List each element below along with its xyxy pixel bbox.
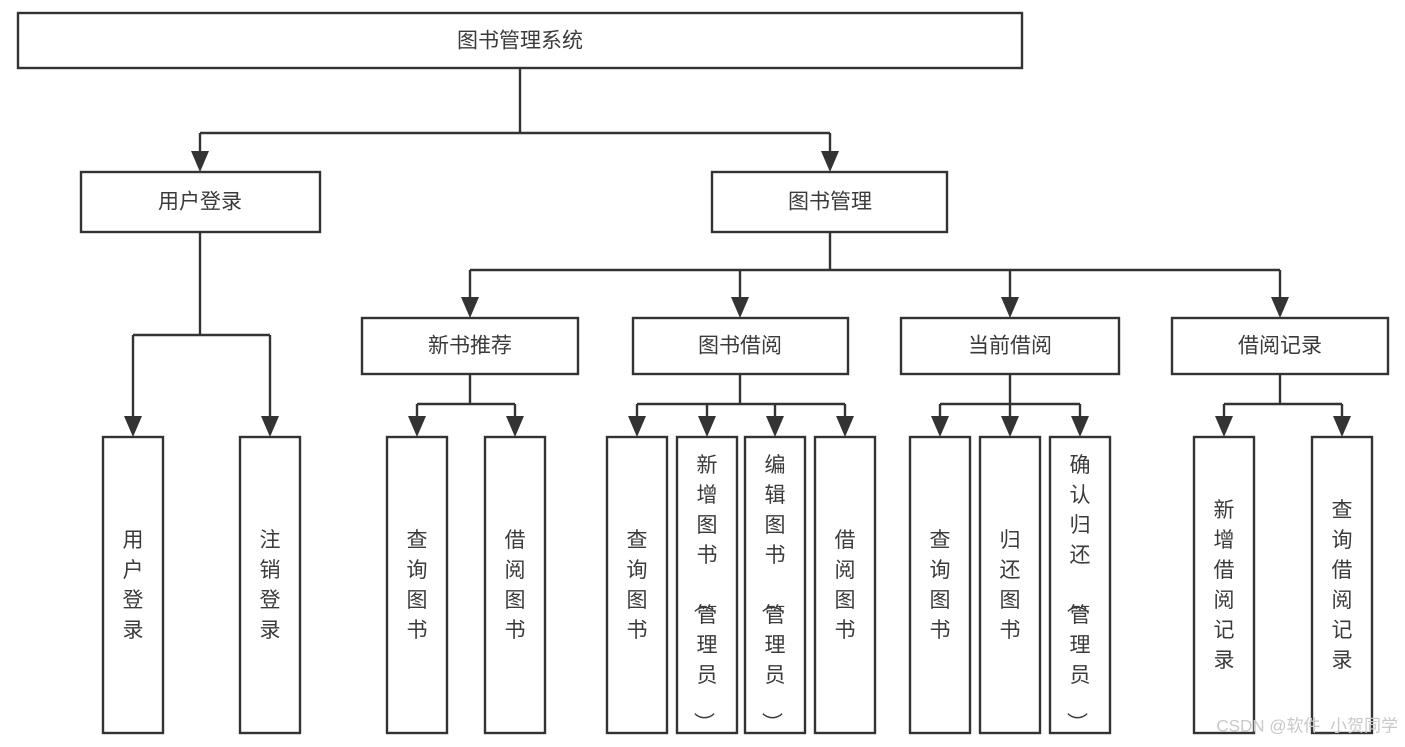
arrow-userlogin-leaf-1 <box>124 416 142 437</box>
node-current-borrow[interactable]: 当前借阅 <box>899 316 1121 376</box>
leaf-logout-box[interactable] <box>238 435 302 735</box>
leaf-current-query-label: 查询图书 <box>930 529 951 642</box>
leaf-node[interactable]: 借阅图书 <box>483 435 547 735</box>
arrow-root-to-user-login <box>191 151 209 172</box>
node-current-borrow-box[interactable] <box>899 316 1121 376</box>
node-book-borrow[interactable]: 图书借阅 <box>631 316 850 376</box>
leaf-borrow-add-label: 新增图书（管理员） <box>692 454 718 733</box>
node-borrow-record-label: 借阅记录 <box>1238 335 1322 358</box>
leaf-current-confirm-label: 确认归还（管理员） <box>1065 454 1091 733</box>
arrow-newbook-leaf-1 <box>408 416 426 437</box>
leaf-borrow-lend-box[interactable] <box>813 435 877 735</box>
arrow-bookmanage-to-current <box>1001 297 1019 318</box>
arrow-userlogin-leaf-2 <box>261 416 279 437</box>
leaf-node[interactable]: 归还图书 <box>978 435 1042 735</box>
node-root-system-label: 图书管理系统 <box>457 30 583 53</box>
leaf-node[interactable]: 查询图书 <box>908 435 972 735</box>
arrow-current-leaf-3 <box>1071 416 1089 437</box>
leaf-record-query-label: 查询借阅记录 <box>1332 499 1353 672</box>
arrow-bookmanage-to-borrow <box>731 297 749 318</box>
arrow-bookmanage-to-new-book <box>461 297 479 318</box>
arrow-borrow-leaf-3 <box>766 416 784 437</box>
leaf-borrow-edit-label: 编辑图书（管理员） <box>760 454 786 733</box>
node-new-book-recommend-label: 新书推荐 <box>428 335 512 358</box>
leaf-record-query-box[interactable] <box>1310 435 1374 735</box>
leaf-node[interactable]: 新增图书（管理员） <box>675 435 739 735</box>
leaf-node[interactable]: 确认归还（管理员） <box>1048 435 1112 735</box>
leaf-current-confirm-box[interactable] <box>1048 435 1112 735</box>
node-borrow-record[interactable]: 借阅记录 <box>1170 316 1390 376</box>
node-book-management-box[interactable] <box>710 170 949 234</box>
leaf-user-login-label: 用户登录 <box>123 529 144 642</box>
leaf-record-add-label: 新增借阅记录 <box>1214 499 1235 672</box>
node-book-borrow-box[interactable] <box>631 316 850 376</box>
arrow-record-leaf-1 <box>1215 416 1233 437</box>
arrow-root-to-book-manage <box>821 151 839 172</box>
leaf-node[interactable]: 查询借阅记录 <box>1310 435 1374 735</box>
node-book-management-label: 图书管理 <box>788 191 872 214</box>
leaf-borrow-edit-box[interactable] <box>743 435 807 735</box>
leaf-borrow-query-label: 查询图书 <box>627 529 648 642</box>
leaf-newbook-borrow-box[interactable] <box>483 435 547 735</box>
leaf-record-add-box[interactable] <box>1192 435 1256 735</box>
node-user-login-label: 用户登录 <box>158 191 242 214</box>
leaf-node[interactable]: 新增借阅记录 <box>1192 435 1256 735</box>
watermark-label: CSDN @软件_小贺同学 <box>1216 716 1398 735</box>
node-root-system-box[interactable] <box>16 11 1024 70</box>
leaf-node[interactable]: 用户登录 <box>101 435 165 735</box>
node-new-book-recommend[interactable]: 新书推荐 <box>360 316 580 376</box>
leaf-node[interactable]: 查询图书 <box>385 435 449 735</box>
node-book-management[interactable]: 图书管理 <box>710 170 949 234</box>
node-current-borrow-label: 当前借阅 <box>968 335 1052 358</box>
node-borrow-record-box[interactable] <box>1170 316 1390 376</box>
node-new-book-recommend-box[interactable] <box>360 316 580 376</box>
leaf-node[interactable]: 借阅图书 <box>813 435 877 735</box>
leaf-newbook-borrow-label: 借阅图书 <box>505 529 526 642</box>
arrow-newbook-leaf-2 <box>506 416 524 437</box>
arrow-borrow-leaf-4 <box>836 416 854 437</box>
leaf-newbook-query-box[interactable] <box>385 435 449 735</box>
arrow-borrow-leaf-2 <box>698 416 716 437</box>
arrow-bookmanage-to-record <box>1271 297 1289 318</box>
leaf-borrow-add-box[interactable] <box>675 435 739 735</box>
leaf-newbook-query-label: 查询图书 <box>407 529 428 642</box>
node-root-system[interactable]: 图书管理系统 <box>16 11 1024 70</box>
arrow-record-leaf-2 <box>1333 416 1351 437</box>
arrow-borrow-leaf-1 <box>628 416 646 437</box>
arrow-current-leaf-2 <box>1001 416 1019 437</box>
leaf-node[interactable]: 注销登录 <box>238 435 302 735</box>
leaf-current-return-box[interactable] <box>978 435 1042 735</box>
connector-layer <box>124 68 1351 437</box>
leaf-user-login-box[interactable] <box>101 435 165 735</box>
leaf-node[interactable]: 编辑图书（管理员） <box>743 435 807 735</box>
leaf-logout-label: 注销登录 <box>260 529 281 642</box>
leaf-borrow-query-box[interactable] <box>605 435 669 735</box>
leaf-current-return-label: 归还图书 <box>1000 529 1021 642</box>
node-user-login-box[interactable] <box>79 170 322 234</box>
arrow-current-leaf-1 <box>931 416 949 437</box>
leaf-borrow-lend-label: 借阅图书 <box>835 529 856 642</box>
leaf-node[interactable]: 查询图书 <box>605 435 669 735</box>
node-book-borrow-label: 图书借阅 <box>698 335 782 358</box>
leaf-current-query-box[interactable] <box>908 435 972 735</box>
node-user-login[interactable]: 用户登录 <box>79 170 322 234</box>
